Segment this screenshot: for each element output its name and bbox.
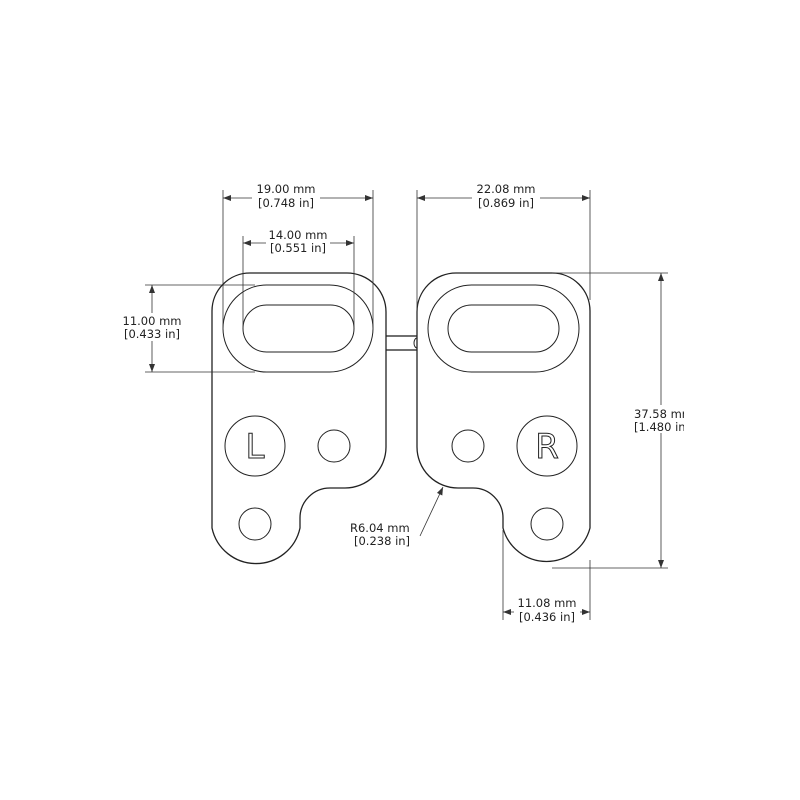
hole: [238, 507, 272, 541]
slot: [447, 304, 560, 353]
dim-text: [0.238 in]: [354, 534, 410, 548]
label-circle: [224, 415, 286, 477]
dim-text: R6.04 mm: [350, 521, 410, 535]
dim-slot-inner-width: 14.00 mm [0.551 in]: [242, 228, 355, 328]
connecting-bar: [382, 335, 420, 351]
hole: [317, 429, 351, 463]
part-label-l: L: [246, 427, 265, 467]
hole: [451, 429, 485, 463]
dim-slot-height: 11.00 mm [0.433 in]: [118, 284, 255, 373]
dim-text: 19.00 mm: [257, 182, 316, 196]
dim-text: 37.58 mm: [634, 407, 693, 421]
dim-text: [0.869 in]: [478, 196, 534, 210]
dim-text: 22.08 mm: [477, 182, 536, 196]
label-circle: [516, 415, 578, 477]
dim-notch-radius: R6.04 mm [0.238 in]: [350, 486, 444, 548]
slot-ring: [427, 284, 580, 373]
dim-text: 11.08 mm: [518, 596, 577, 610]
dim-lower-lobe-width: 11.08 mm [0.436 in]: [502, 530, 591, 624]
dim-text: [0.551 in]: [270, 241, 326, 255]
dim-text: 14.00 mm: [269, 228, 328, 242]
dim-text: [0.748 in]: [258, 196, 314, 210]
dim-text: 11.00 mm: [123, 314, 182, 328]
dim-right-part-width: 22.08 mm [0.869 in]: [416, 182, 591, 330]
hole: [530, 507, 564, 541]
dim-text: [0.433 in]: [124, 327, 180, 341]
left-bracket: L: [211, 272, 387, 565]
part-label-r: R: [535, 427, 559, 467]
dim-slot-outer-width: 19.00 mm [0.748 in]: [222, 182, 374, 330]
slot: [242, 304, 355, 353]
dim-text: [0.436 in]: [519, 610, 575, 624]
right-bracket: R: [416, 272, 591, 563]
dim-text: [1.480 in]: [634, 420, 690, 434]
dim-overall-height: 37.58 mm [1.480 in]: [552, 272, 693, 569]
